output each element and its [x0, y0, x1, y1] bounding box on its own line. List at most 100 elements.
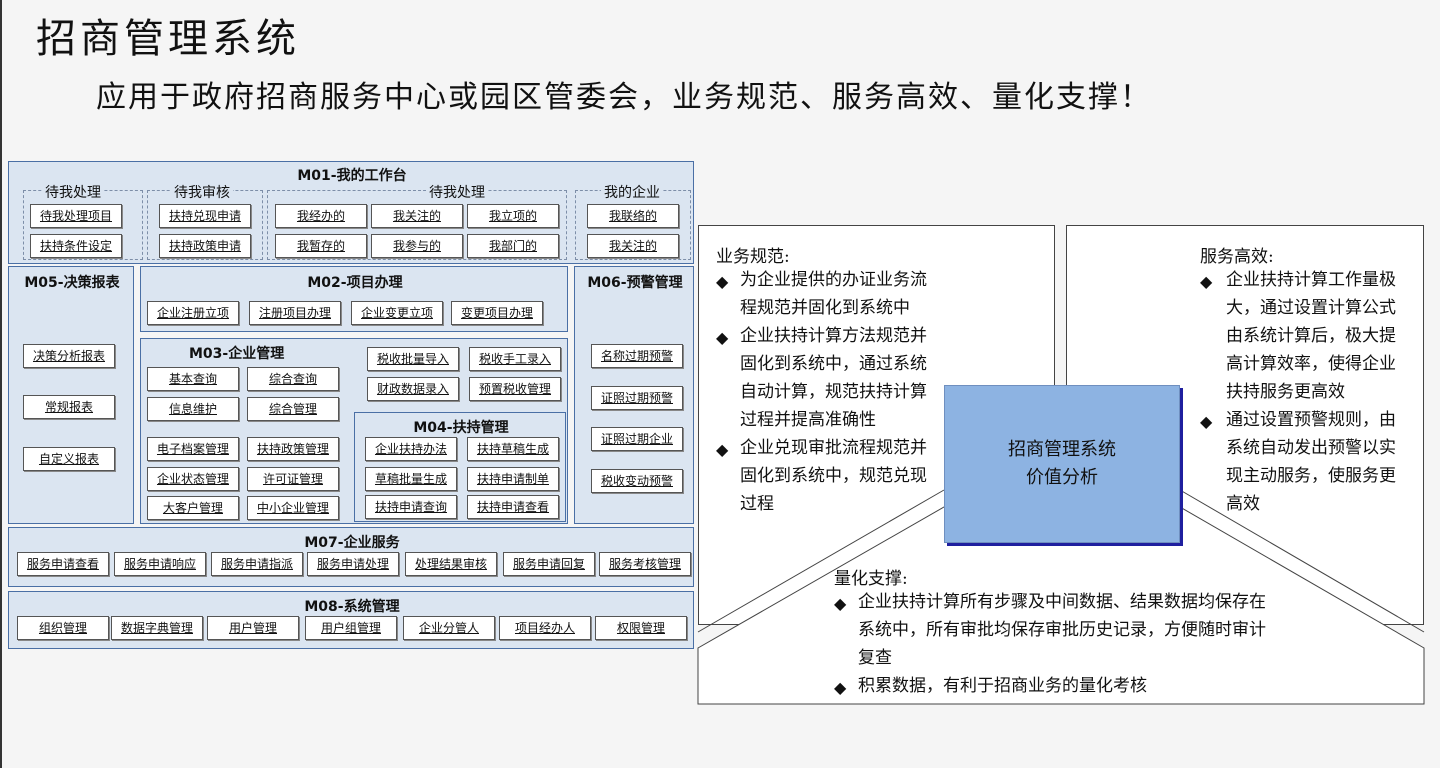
bullet-icon: ◆ — [834, 594, 847, 613]
archive-manage-button[interactable]: 电子档案管理 — [147, 437, 239, 461]
module-m07-services: M07-企业服务 服务申请查看 服务申请响应 服务申请指派 服务申请处理 处理结… — [8, 527, 694, 587]
service-assessment-button[interactable]: 服务考核管理 — [599, 552, 691, 576]
info-maintain-button[interactable]: 信息维护 — [147, 397, 239, 421]
name-expiry-alert-button[interactable]: 名称过期预警 — [591, 344, 683, 368]
group-my-tasks — [267, 190, 567, 260]
tax-manual-entry-button[interactable]: 税收手工录入 — [469, 347, 561, 371]
center-line-1: 招商管理系统 — [1008, 439, 1116, 460]
tax-batch-import-button[interactable]: 税收批量导入 — [367, 347, 459, 371]
support-application-button[interactable]: 扶持申请制单 — [467, 467, 559, 491]
group-my-tasks-label: 待我处理 — [426, 182, 488, 202]
support-payout-review-button[interactable]: 扶持兑现申请 — [159, 204, 251, 228]
center-line-2: 价值分析 — [1026, 467, 1098, 488]
group-pending-review-label: 待我审核 — [171, 182, 233, 202]
support-policy-review-button[interactable]: 扶持政策申请 — [159, 234, 251, 258]
permission-manage-button[interactable]: 权限管理 — [595, 616, 687, 640]
module-m07-title: M07-企业服务 — [304, 535, 400, 551]
service-process-button[interactable]: 服务申请处理 — [307, 552, 399, 576]
module-m05-title: M05-决策报表 — [24, 275, 120, 291]
user-manage-button[interactable]: 用户管理 — [207, 616, 299, 640]
module-m01-workbench: M01-我的工作台 待我处理 待我处理项目 扶持条件设定 待我审核 扶持兑现申请… — [8, 161, 694, 264]
efficiency-bullet-1: 企业扶持计算工作量极大，通过设置计算公式由系统计算后，极大提高计算效率，使得企业… — [1226, 270, 1396, 402]
quantify-bullet-1: 企业扶持计算所有步骤及中间数据、结果数据均保存在系统中，所有审批均保存审批历史记… — [858, 592, 1266, 668]
group-pending-process-label: 待我处理 — [42, 182, 104, 202]
enterprise-owner-button[interactable]: 企业分管人 — [403, 616, 495, 640]
tax-change-alert-button[interactable]: 税收变动预警 — [591, 469, 683, 493]
regular-report-button[interactable]: 常规报表 — [23, 395, 115, 419]
license-expiry-alert-button[interactable]: 证照过期预警 — [591, 386, 683, 410]
combined-query-button[interactable]: 综合查询 — [247, 367, 339, 391]
custom-report-button[interactable]: 自定义报表 — [23, 447, 115, 471]
quantify-bullet-2: 积累数据，有利于招商业务的量化考核 — [858, 676, 1147, 696]
module-m04-title: M04-扶持管理 — [413, 420, 509, 436]
module-m01-title: M01-我的工作台 — [297, 168, 407, 184]
my-handled-button[interactable]: 我经办的 — [275, 204, 367, 228]
bullet-icon: ◆ — [834, 678, 847, 697]
my-followed-button[interactable]: 我关注的 — [371, 204, 463, 228]
batch-draft-button[interactable]: 草稿批量生成 — [365, 467, 457, 491]
module-m08-title: M08-系统管理 — [304, 599, 400, 615]
my-initiated-button[interactable]: 我立项的 — [467, 204, 559, 228]
sme-manage-button[interactable]: 中小企业管理 — [247, 496, 339, 520]
preset-tax-manage-button[interactable]: 预置税收管理 — [469, 377, 561, 401]
support-query-button[interactable]: 扶持申请查询 — [365, 495, 457, 519]
finance-data-entry-button[interactable]: 财政数据录入 — [367, 377, 459, 401]
basic-query-button[interactable]: 基本查询 — [147, 367, 239, 391]
support-method-button[interactable]: 企业扶持办法 — [365, 437, 457, 461]
pending-project-button[interactable]: 待我处理项目 — [30, 204, 122, 228]
dictionary-manage-button[interactable]: 数据字典管理 — [111, 616, 203, 640]
module-m05-reports: M05-决策报表 决策分析报表 常规报表 自定义报表 — [8, 266, 134, 524]
my-followed-enterprise-button[interactable]: 我关注的 — [587, 234, 679, 258]
service-respond-button[interactable]: 服务申请响应 — [114, 552, 206, 576]
module-m02-projects: M02-项目办理 企业注册立项 注册项目办理 企业变更立项 变更项目办理 — [140, 266, 568, 332]
page-title: 招商管理系统 — [36, 16, 300, 62]
service-reply-button[interactable]: 服务申请回复 — [503, 552, 595, 576]
my-participated-button[interactable]: 我参与的 — [371, 234, 463, 258]
quantify-title: 量化支撑: — [834, 569, 908, 589]
module-m06-title: M06-预警管理 — [587, 275, 683, 291]
combined-manage-button[interactable]: 综合管理 — [247, 397, 339, 421]
bullet-icon: ◆ — [716, 272, 729, 291]
efficiency-bullet-2: 通过设置预警规则，由系统自动发出预警以实现主动服务，使服务更高效 — [1226, 410, 1396, 514]
my-contacted-enterprise-button[interactable]: 我联络的 — [587, 204, 679, 228]
bullet-icon: ◆ — [1200, 272, 1213, 291]
enterprise-change-button[interactable]: 企业变更立项 — [351, 301, 443, 325]
org-manage-button[interactable]: 组织管理 — [17, 616, 109, 640]
module-m06-alerts: M06-预警管理 名称过期预警 证照过期预警 证照过期企业 税收变动预警 — [574, 266, 694, 524]
value-analysis-center: 招商管理系统 价值分析 — [944, 385, 1180, 543]
my-department-button[interactable]: 我部门的 — [467, 234, 559, 258]
service-efficiency-title: 服务高效: — [1200, 247, 1274, 267]
bullet-icon: ◆ — [716, 328, 729, 347]
change-project-button[interactable]: 变更项目办理 — [451, 301, 543, 325]
project-handler-button[interactable]: 项目经办人 — [499, 616, 591, 640]
support-draft-button[interactable]: 扶持草稿生成 — [467, 437, 559, 461]
slide-left-border — [0, 0, 2, 768]
module-m04-support: M04-扶持管理 企业扶持办法 扶持草稿生成 草稿批量生成 扶持申请制单 扶持申… — [354, 412, 566, 522]
enterprise-register-button[interactable]: 企业注册立项 — [147, 301, 239, 325]
standard-bullet-3: 企业兑现审批流程规范并固化到系统中，规范兑现过程 — [740, 438, 927, 514]
key-account-button[interactable]: 大客户管理 — [147, 496, 239, 520]
service-assign-button[interactable]: 服务申请指派 — [211, 552, 303, 576]
service-view-button[interactable]: 服务申请查看 — [17, 552, 109, 576]
support-view-button[interactable]: 扶持申请查看 — [467, 495, 559, 519]
bullet-icon: ◆ — [1200, 412, 1213, 431]
result-review-button[interactable]: 处理结果审核 — [405, 552, 497, 576]
standard-bullet-2: 企业扶持计算方法规范并固化到系统中，通过系统自动计算，规范扶持计算过程并提高准确… — [740, 326, 927, 430]
support-condition-button[interactable]: 扶持条件设定 — [30, 234, 122, 258]
enterprise-status-button[interactable]: 企业状态管理 — [147, 467, 239, 491]
register-project-button[interactable]: 注册项目办理 — [249, 301, 341, 325]
user-group-button[interactable]: 用户组管理 — [305, 616, 397, 640]
decision-report-button[interactable]: 决策分析报表 — [23, 344, 115, 368]
module-m03-title: M03-企业管理 — [189, 346, 285, 362]
standard-bullet-1: 为企业提供的办证业务流程规范并固化到系统中 — [740, 270, 927, 318]
license-manage-button[interactable]: 许可证管理 — [247, 467, 339, 491]
group-my-enterprise-label: 我的企业 — [601, 182, 663, 202]
business-standard-title: 业务规范: — [716, 247, 790, 267]
support-policy-manage-button[interactable]: 扶持政策管理 — [247, 437, 339, 461]
module-m02-title: M02-项目办理 — [307, 275, 403, 291]
license-expired-enterprise-button[interactable]: 证照过期企业 — [591, 427, 683, 451]
module-m08-system: M08-系统管理 组织管理 数据字典管理 用户管理 用户组管理 企业分管人 项目… — [8, 591, 694, 649]
my-drafts-button[interactable]: 我暂存的 — [275, 234, 367, 258]
